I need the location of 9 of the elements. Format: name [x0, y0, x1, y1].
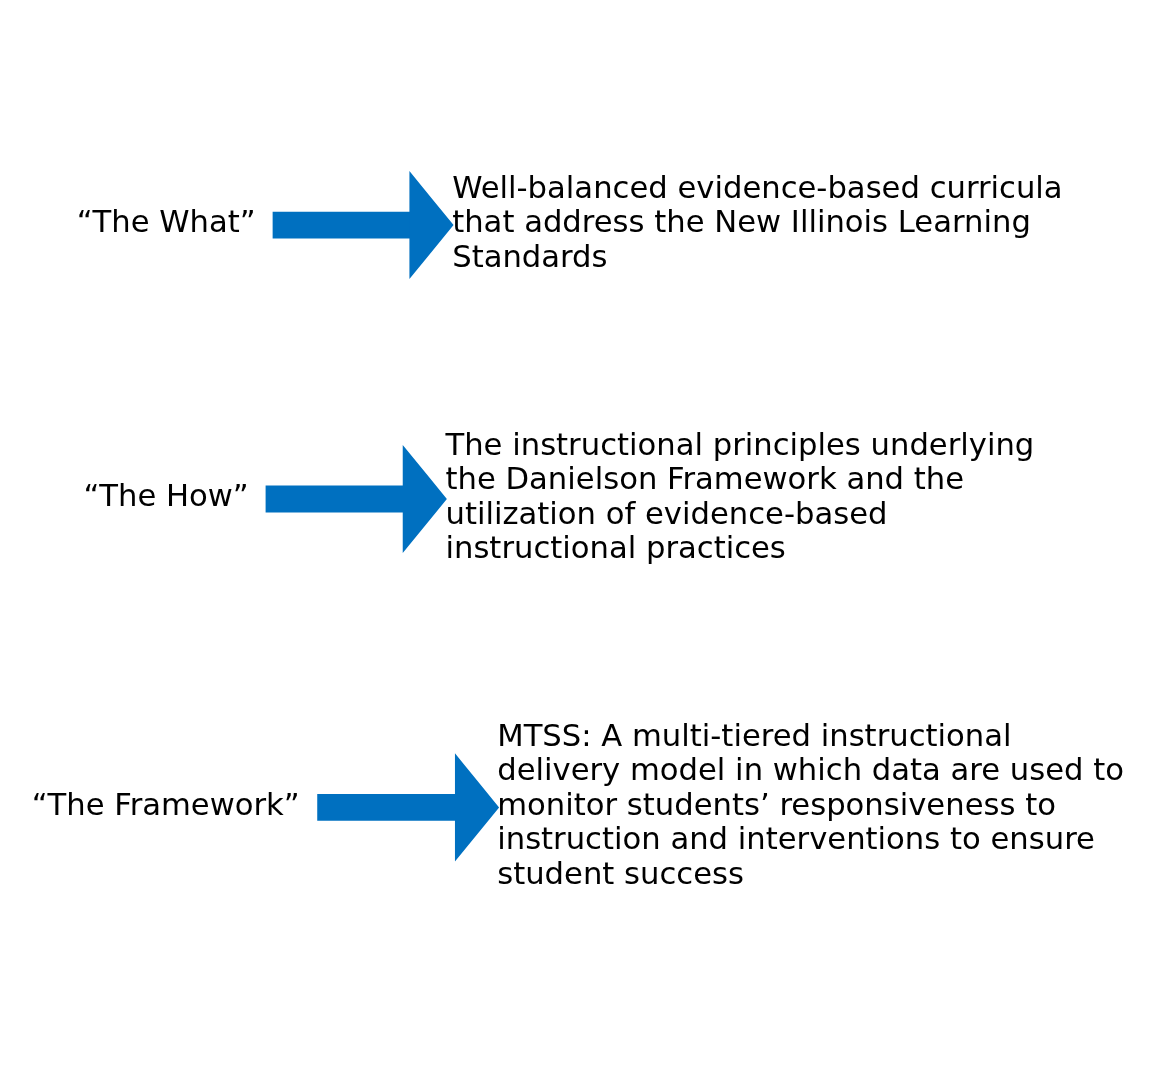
node-text: The instructional principles underlying the Danielson Framework and the utilization of evidence-based instructional practices — [445, 426, 1035, 566]
node-text: Well-balanced evidence-based curricula that address the New Illinois Learning Standards — [452, 169, 1063, 274]
node-text: “The How” — [83, 478, 249, 514]
node-text: “The Framework” — [31, 786, 300, 822]
arrow — [317, 753, 500, 862]
arrow — [265, 444, 447, 554]
node-text: “The What” — [76, 204, 256, 240]
arrow — [272, 171, 454, 280]
node-text: MTSS: A multi-tiered instructional delivery model in which data are used to monitor students’ responsiveness to instruction and interventions to ensure student success — [497, 717, 1125, 891]
